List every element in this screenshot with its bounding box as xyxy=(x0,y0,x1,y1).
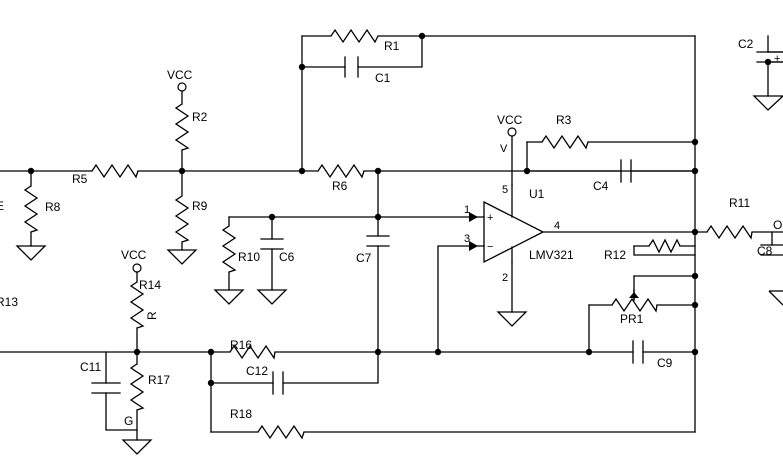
ground-symbols xyxy=(15,95,783,455)
component-labels: R1 C1 C2 + VCC R2 R5 R6 R8 R9 E VCC V R3… xyxy=(0,37,782,428)
label-left-partial: E xyxy=(0,199,4,213)
label-c1: C1 xyxy=(375,71,391,85)
label-pin5: 5 xyxy=(502,184,508,196)
capacitor-c7 xyxy=(366,235,390,247)
label-vcc-u1: VCC xyxy=(497,113,523,127)
label-c7: C7 xyxy=(356,251,372,265)
label-r14: R14 xyxy=(139,278,161,292)
label-part: LMV321 xyxy=(529,248,574,262)
resistor-r5 xyxy=(91,163,139,179)
resistor-r18 xyxy=(257,424,305,440)
label-out-partial: O xyxy=(773,218,782,232)
label-c11: C11 xyxy=(80,360,101,374)
capacitor-c4 xyxy=(620,159,632,183)
label-r9: R9 xyxy=(192,199,208,213)
resistor-r3 xyxy=(541,134,589,150)
label-r16: R16 xyxy=(230,338,252,352)
opamp-u1 xyxy=(469,184,545,264)
capacitor-c1 xyxy=(344,56,359,78)
ground-icon xyxy=(768,290,783,306)
resistor-r1 xyxy=(330,28,379,44)
label-pin3: 3 xyxy=(464,233,470,245)
resistors xyxy=(23,28,753,440)
resistor-r10 xyxy=(221,225,237,273)
vcc-terminals xyxy=(132,82,517,273)
label-r-mark: R xyxy=(145,311,159,320)
label-vcc-r2: VCC xyxy=(167,68,193,82)
ground-icon xyxy=(213,289,245,305)
label-minus: − xyxy=(487,241,493,253)
label-c8: C8 xyxy=(757,244,773,258)
resistor-r16 xyxy=(229,344,276,360)
label-u1: U1 xyxy=(529,187,545,201)
label-vcc-r14: VCC xyxy=(121,248,147,262)
label-pin2: 2 xyxy=(502,272,508,284)
ground-icon xyxy=(121,439,153,455)
label-r17: R17 xyxy=(148,373,170,387)
label-pin4: 4 xyxy=(554,220,560,232)
label-c2: C2 xyxy=(738,37,754,51)
capacitor-c9 xyxy=(632,340,644,364)
capacitor-c6 xyxy=(260,238,284,250)
ground-icon xyxy=(752,95,783,111)
label-plus: + xyxy=(487,212,493,224)
label-c9: C9 xyxy=(657,356,673,370)
wires xyxy=(0,35,783,441)
resistor-r2 xyxy=(174,103,190,151)
label-pin1: 1 xyxy=(464,204,470,216)
label-r13-partial: R13 xyxy=(0,295,18,309)
label-v-pin: V xyxy=(500,143,508,155)
label-r10: R10 xyxy=(238,250,260,264)
label-c12: C12 xyxy=(246,364,268,378)
ground-icon xyxy=(15,245,47,261)
vcc-terminal-icon xyxy=(132,263,142,273)
label-r8: R8 xyxy=(45,200,61,214)
resistor-r9 xyxy=(174,195,190,243)
label-r18: R18 xyxy=(230,407,252,421)
pr1-wiper xyxy=(629,289,639,301)
label-r1: R1 xyxy=(384,39,400,53)
resistor-r11 xyxy=(706,224,753,240)
resistor-r12 xyxy=(648,238,681,254)
ground-icon xyxy=(496,311,528,327)
label-c4: C4 xyxy=(593,179,609,193)
label-c6: C6 xyxy=(279,250,295,264)
label-r3: R3 xyxy=(556,113,572,127)
resistor-r6 xyxy=(317,163,365,179)
ground-icon xyxy=(256,289,288,305)
vcc-terminal-icon xyxy=(177,82,187,92)
label-c2-polarity: + xyxy=(774,53,780,65)
resistor-pr1 xyxy=(611,297,658,313)
junctions xyxy=(27,32,772,387)
label-g-mark: G xyxy=(124,414,133,428)
capacitor-c12 xyxy=(272,371,284,395)
label-pr1: PR1 xyxy=(620,312,644,326)
capacitor-c11 xyxy=(91,382,121,394)
capacitor-c8 xyxy=(760,244,783,256)
ground-icon xyxy=(166,249,198,265)
vcc-terminal-icon xyxy=(507,127,517,137)
resistor-r14 xyxy=(129,281,145,329)
resistor-r8 xyxy=(23,185,39,233)
label-r6: R6 xyxy=(332,179,348,193)
label-r11: R11 xyxy=(729,196,750,210)
label-r12: R12 xyxy=(604,248,626,262)
capacitors xyxy=(91,51,783,395)
label-r5: R5 xyxy=(72,172,88,186)
resistor-r17 xyxy=(129,363,145,411)
label-r2: R2 xyxy=(192,110,208,124)
